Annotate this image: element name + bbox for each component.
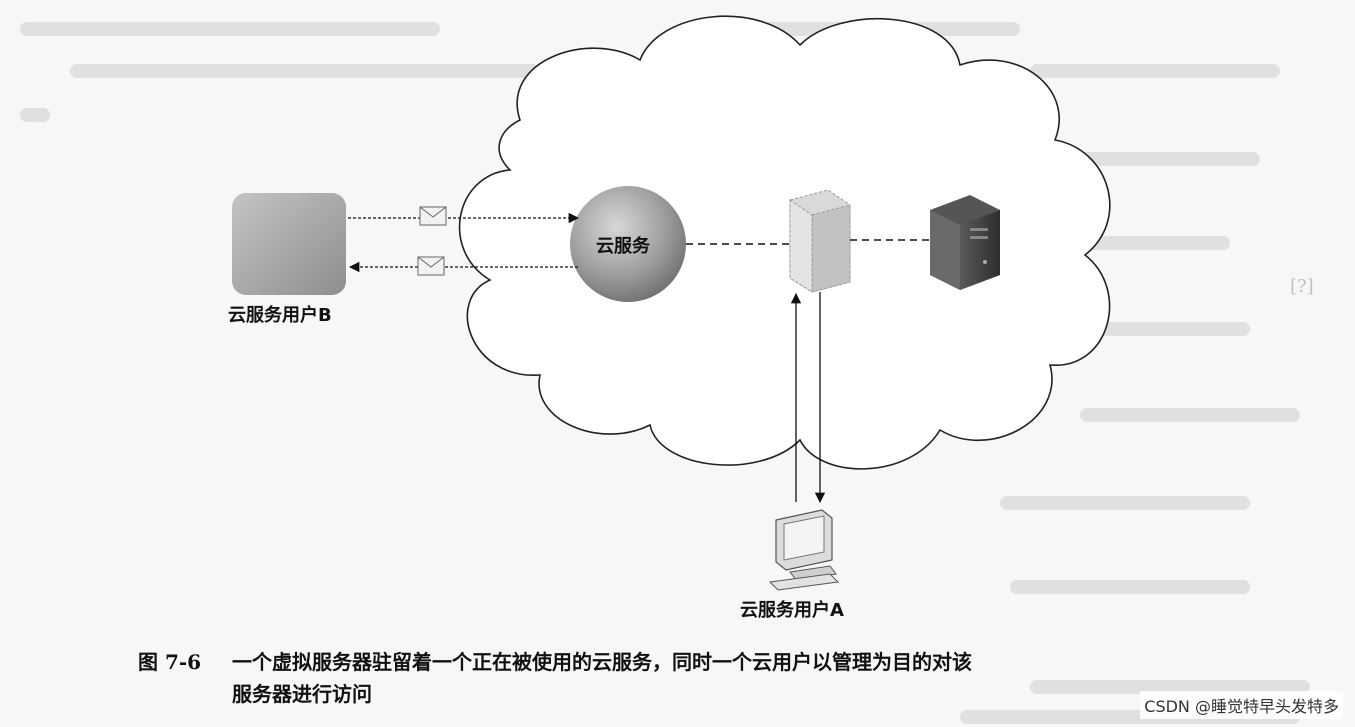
user-b-device-icon [232,193,346,295]
physical-server-icon [930,195,1000,290]
caption-line-1: 一个虚拟服务器驻留着一个正在被使用的云服务，同时一个云用户以管理为目的对该 [232,650,972,674]
figure-number: 图 7-6 [138,650,202,674]
cloud-service-sphere [570,186,686,302]
cloud-shape [458,15,1111,470]
user-a-computer-icon [768,509,840,591]
virtual-server-icon [789,189,851,293]
user-b-label: 云服务用户B [228,305,332,326]
envelope-icon [419,206,447,226]
envelope-icon [417,256,445,276]
caption-line-2: 服务器进行访问 [232,682,372,706]
user-a-label: 云服务用户A [740,600,844,621]
cloud-service-label: 云服务 [596,236,650,257]
figure-caption: 图 7-6 一个虚拟服务器驻留着一个正在被使用的云服务，同时一个云用户以管理为目的… [138,646,1218,710]
watermark: CSDN @睡觉特早头发特多 [1140,691,1343,719]
